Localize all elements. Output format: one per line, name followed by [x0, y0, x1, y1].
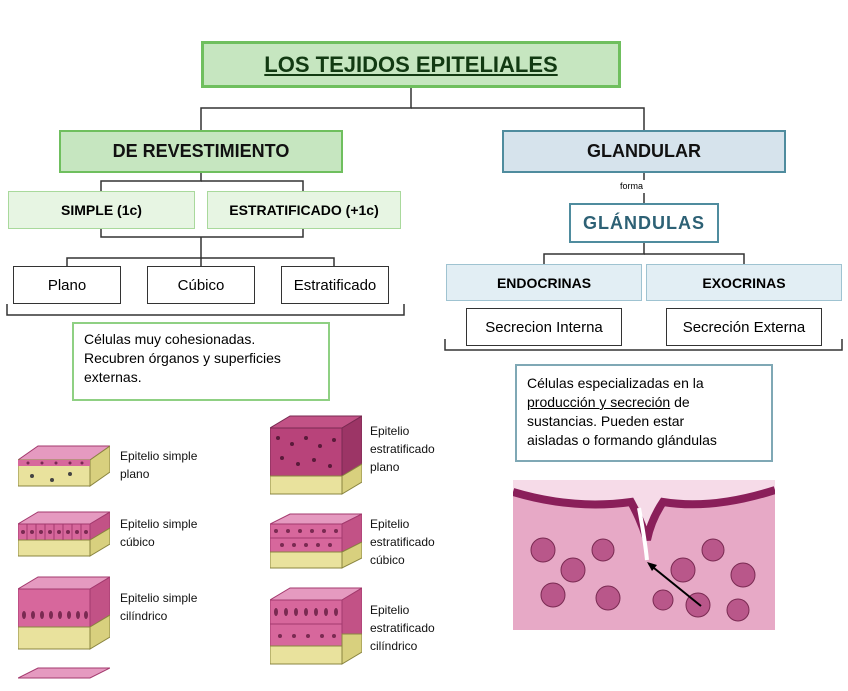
label-line: plano [370, 460, 400, 474]
revestimiento-note: Células muy cohesionadas. Recubren órgan… [72, 322, 330, 401]
estratificado-cubico-illustration [270, 513, 362, 569]
label-line: Epitelio simple [120, 449, 198, 463]
label-line: plano [120, 467, 150, 481]
simple-cilindrico-illustration [18, 576, 110, 650]
note-line: sustancias. Pueden estar [527, 413, 685, 429]
estratificado-cilindrico-illustration [270, 587, 362, 665]
gland-micrograph [513, 480, 775, 630]
secrecion-externa-box: Secreción Externa [666, 308, 822, 346]
note-rest: de [670, 394, 690, 410]
note-line: Recubren órganos y superficies [84, 350, 281, 366]
glandular-note: Células especializadas en la producción … [515, 364, 773, 462]
note-line: Células muy cohesionadas. [84, 331, 256, 347]
label-line: Epitelio [370, 603, 410, 617]
main-title: LOS TEJIDOS EPITELIALES [201, 41, 621, 88]
simple-box: SIMPLE (1c) [8, 191, 195, 229]
estratificado-shape-box: Estratificado [281, 266, 389, 304]
endocrinas-box: ENDOCRINAS [446, 264, 642, 301]
secrecion-interna-box: Secrecion Interna [466, 308, 622, 346]
label-simple-plano: Epitelio simple plano [120, 447, 197, 483]
exocrinas-box: EXOCRINAS [646, 264, 842, 301]
revestimiento-box: DE REVESTIMIENTO [59, 130, 343, 173]
label-line: cúbico [120, 535, 155, 549]
label-simple-cubico: Epitelio simple cúbico [120, 515, 197, 551]
label-estratificado-cilindrico: Epitelio estratificado cilíndrico [370, 601, 435, 655]
label-line: Epitelio [370, 517, 410, 531]
note-line: Células especializadas en la [527, 375, 704, 391]
label-line: estratificado [370, 621, 435, 635]
label-line: Epitelio simple [120, 517, 198, 531]
label-estratificado-cubico: Epitelio estratificado cúbico [370, 515, 435, 569]
label-line: estratificado [370, 442, 435, 456]
label-line: Epitelio simple [120, 591, 198, 605]
label-line: cilíndrico [370, 639, 418, 653]
estratificado-plano-illustration [270, 415, 362, 495]
glandulas-box: GLÁNDULAS [569, 203, 719, 243]
note-underlined: producción y secreción [527, 394, 671, 410]
label-line: cilíndrico [120, 609, 168, 623]
label-line: estratificado [370, 535, 435, 549]
estratificado-box: ESTRATIFICADO (+1c) [207, 191, 401, 229]
note-line: producción y secreción de [527, 393, 761, 412]
note-line: externas. [84, 369, 142, 385]
plano-box: Plano [13, 266, 121, 304]
label-line: cúbico [370, 553, 405, 567]
note-line: aisladas o formando glándulas [527, 432, 717, 448]
cubico-box: Cúbico [147, 266, 255, 304]
simple-cubico-illustration [18, 511, 110, 557]
glandular-box: GLANDULAR [502, 130, 786, 173]
label-simple-cilindrico: Epitelio simple cilíndrico [120, 589, 197, 625]
label-estratificado-plano: Epitelio estratificado plano [370, 422, 435, 476]
simple-plano-illustration [18, 445, 110, 487]
forma-connector-label: forma [620, 181, 644, 191]
label-line: Epitelio [370, 424, 410, 438]
partial-illustration [18, 667, 110, 679]
